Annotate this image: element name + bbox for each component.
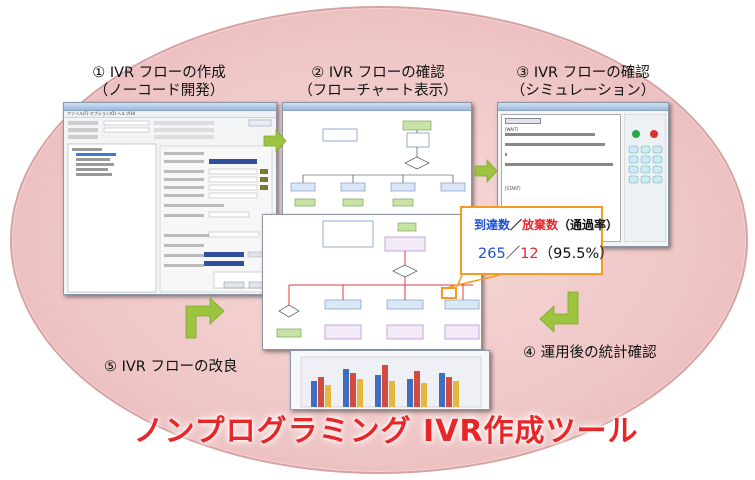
simulator-log-lines <box>505 133 613 166</box>
step-5-title: ⑤ IVR フローの改良 <box>104 359 238 375</box>
flowchart-content <box>283 111 471 216</box>
step-3-title: ③ IVR フローの確認 <box>516 65 650 81</box>
reach-label: 到達数 <box>474 218 511 232</box>
stats-flowchart-screenshot <box>262 214 482 350</box>
stats-callout: 到達数／放棄数（通過率） 265／12（95.5%） <box>460 206 618 275</box>
step-1-subtitle: （ノーコード開発） <box>93 83 225 99</box>
callout-value-slash: ／ <box>505 246 521 262</box>
step-2-title: ② IVR フローの確認 <box>311 65 445 81</box>
arrow-down-left-icon <box>539 291 579 333</box>
simulator-log-line-1: [START] <box>505 186 521 191</box>
simulator-start-button <box>505 118 541 124</box>
callout-header: 到達数／放棄数（通過率） <box>474 216 618 233</box>
stats-flowchart-content <box>263 215 481 349</box>
simulator-log-line-0: [WAIT] <box>505 127 519 132</box>
rate-value: （95.5%） <box>538 246 614 262</box>
drop-value: 12 <box>520 246 539 262</box>
arrow-right-icon <box>263 128 287 154</box>
flowchart-titlebar <box>283 103 471 111</box>
step-5-label: ⑤ IVR フローの改良 <box>104 358 274 376</box>
editor-titlebar <box>64 103 276 111</box>
step-4-label: ④ 運用後の統計確認 <box>523 344 693 362</box>
step-3-subtitle: （シミュレーション） <box>510 83 656 99</box>
step-4-title: ④ 運用後の統計確認 <box>523 345 657 361</box>
callout-slash: ／ <box>510 218 523 232</box>
stats-chart-screenshot <box>290 350 490 410</box>
step-1-title: ① IVR フローの作成 <box>92 65 226 81</box>
drop-label: 放棄数 <box>522 218 559 232</box>
highlight-box <box>441 287 457 299</box>
phone-keypad <box>624 114 666 242</box>
editor-screenshot: ファイル(F) オプション(O) ヘルプ(H) <box>63 102 277 295</box>
arrow-right-icon-2 <box>474 158 498 184</box>
editor-content <box>67 119 273 293</box>
arrow-up-right-icon <box>185 297 225 339</box>
rate-label: （通過率） <box>558 218 619 232</box>
callout-values: 265／12（95.5%） <box>478 242 614 263</box>
step-3-label: ③ IVR フローの確認 （シミュレーション） <box>493 64 673 100</box>
main-title: ノンプログラミング IVR作成ツール <box>133 414 639 449</box>
step-1-label: ① IVR フローの作成 （ノーコード開発） <box>64 64 254 100</box>
step-2-label: ② IVR フローの確認 （フローチャート表示） <box>278 64 478 100</box>
editor-menubar: ファイル(F) オプション(O) ヘルプ(H) <box>64 111 276 118</box>
stats-chart-content <box>291 351 489 409</box>
step-2-subtitle: （フローチャート表示） <box>298 83 458 99</box>
flowchart-screenshot <box>282 102 472 217</box>
simulator-titlebar <box>498 103 668 111</box>
reach-value: 265 <box>478 246 506 262</box>
